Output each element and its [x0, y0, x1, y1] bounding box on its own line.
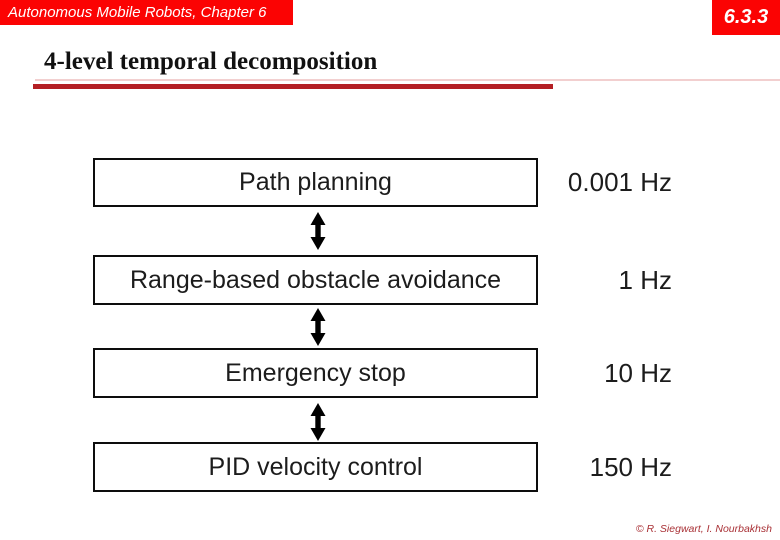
- level-label: Range-based obstacle avoidance: [129, 265, 502, 294]
- level-label: PID velocity control: [208, 452, 423, 481]
- header-bar: Autonomous Mobile Robots, Chapter 6: [0, 0, 293, 25]
- section-number: 6.3.3: [723, 6, 769, 28]
- double-vertical-arrow-icon: [310, 212, 326, 250]
- level-label: Emergency stop: [225, 358, 406, 387]
- copyright-credit: © R. Siegwart, I. Nourbakhsh: [635, 523, 772, 535]
- frequency-label: 10 Hz: [604, 358, 672, 388]
- frequency-label: 0.001 Hz: [567, 167, 672, 197]
- level-label: Path planning: [239, 168, 392, 196]
- level-box-emergency-stop: Emergency stop: [93, 348, 538, 398]
- slide-title: 4-level temporal decomposition: [44, 48, 378, 75]
- level-box-pid-velocity-control: PID velocity control: [93, 442, 538, 492]
- level-box-path-planning: Path planning: [93, 158, 538, 207]
- frequency-label: 150 Hz: [589, 452, 672, 482]
- section-number-badge: 6.3.3: [712, 0, 780, 35]
- title-underline-thin: [35, 79, 780, 81]
- frequency-label: 1 Hz: [618, 265, 672, 295]
- level-box-obstacle-avoidance: Range-based obstacle avoidance: [93, 255, 538, 305]
- title-underline: [33, 84, 553, 89]
- double-vertical-arrow-icon: [310, 308, 326, 346]
- course-title: Autonomous Mobile Robots, Chapter 6: [8, 4, 267, 21]
- double-vertical-arrow-icon: [310, 403, 326, 441]
